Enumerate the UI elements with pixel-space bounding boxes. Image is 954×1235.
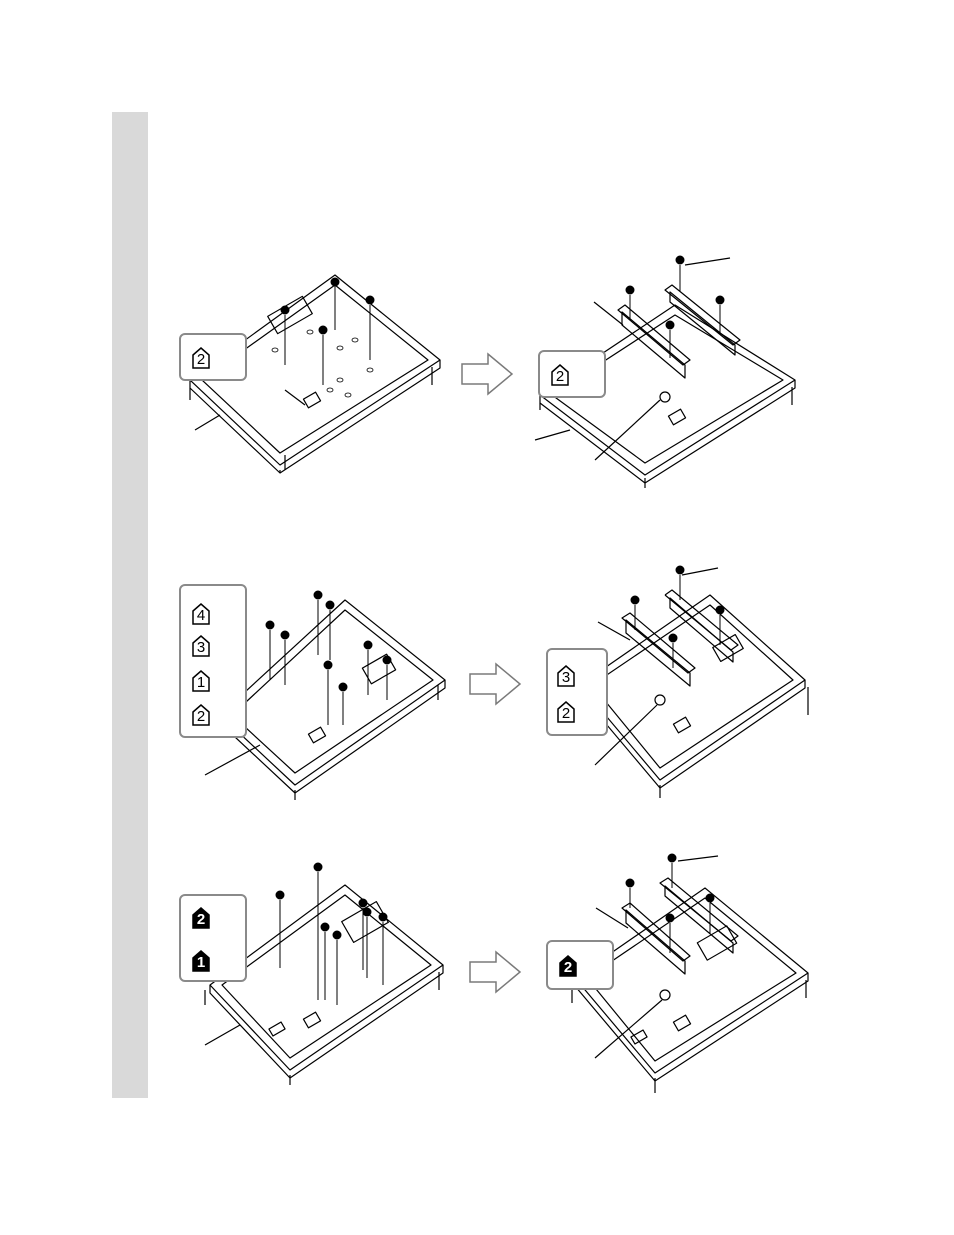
right-arrow-icon <box>468 950 522 994</box>
step-number: 3 <box>191 639 211 656</box>
step-number: 2 <box>191 708 211 725</box>
step-number: 3 <box>556 669 576 686</box>
step-number: 2 <box>191 351 211 368</box>
screw-count-callout-row3-right: 2 <box>546 940 614 990</box>
step-number: 2 <box>556 705 576 722</box>
step-number: 2 <box>191 911 211 928</box>
step-number: 2 <box>550 368 570 385</box>
step-badge: 2 <box>556 700 576 724</box>
step-number: 4 <box>191 607 211 624</box>
step-number: 1 <box>191 674 211 691</box>
right-arrow-icon <box>460 352 514 396</box>
step-badge: 3 <box>191 634 211 658</box>
step-badge: 2 <box>558 954 578 978</box>
screw-count-callout-row3-left: 2 1 <box>179 894 247 982</box>
screw-count-callout-row2-right: 3 2 <box>546 648 608 736</box>
screw-count-callout-row1-right: 2 <box>538 350 606 398</box>
step-badge: 1 <box>191 949 211 973</box>
right-arrow-icon <box>468 662 522 706</box>
step-badge: 2 <box>191 906 211 930</box>
step-number: 1 <box>191 954 211 971</box>
step-number: 2 <box>558 959 578 976</box>
screw-count-callout-row1-left: 2 <box>179 333 247 381</box>
step-badge: 3 <box>556 664 576 688</box>
step-badge: 2 <box>191 346 211 370</box>
step-badge: 2 <box>191 703 211 727</box>
sidebar-tab <box>112 112 148 1098</box>
step-badge: 2 <box>550 363 570 387</box>
step-badge: 4 <box>191 602 211 626</box>
step-badge: 1 <box>191 669 211 693</box>
screw-count-callout-row2-left: 4 3 1 2 <box>179 584 247 738</box>
